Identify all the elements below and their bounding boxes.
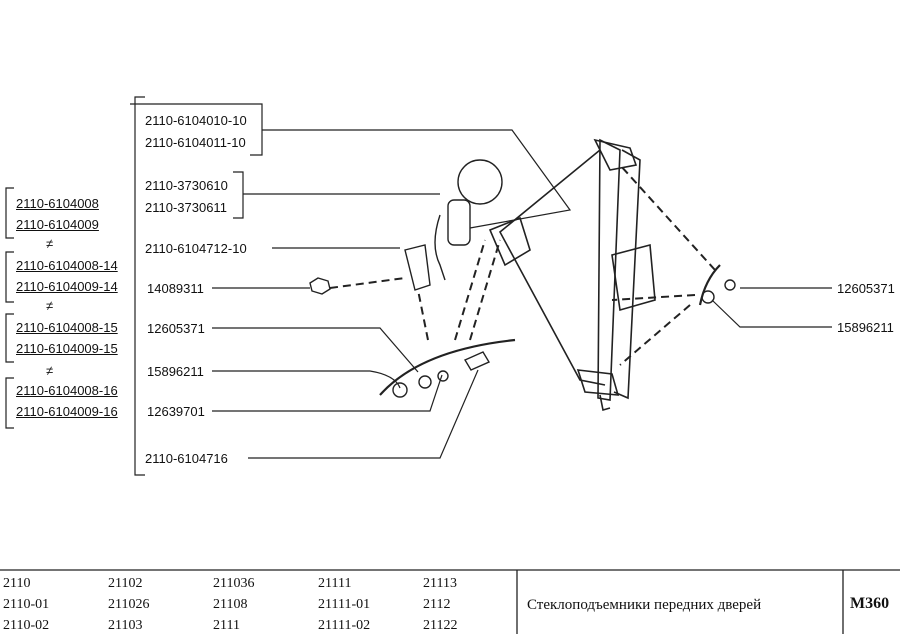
not-equal-sign: ≠ [46, 298, 54, 313]
part-washer-right: 15896211 [837, 320, 894, 335]
assembly-arrows [329, 164, 716, 366]
motor [404, 159, 503, 291]
sheet-title: Стеклоподъемники передних дверей [527, 597, 762, 613]
part-nut: 14089311 [147, 281, 204, 296]
variant-part: 2110-6104009-15 [16, 341, 118, 356]
part-regulator-left: 2110-6104010-10 [145, 113, 247, 128]
variant-part: 2110-6104008-15 [16, 320, 118, 335]
variant-part: 2110-6104008-16 [16, 383, 118, 398]
model: 21111 [318, 576, 352, 591]
model: 2112 [423, 597, 451, 612]
part-motor-left: 2110-3730610 [145, 178, 228, 193]
model: 21113 [423, 576, 457, 591]
footer-grid [0, 569, 900, 634]
sheet-code: M360 [850, 595, 890, 612]
main-bracket [134, 96, 145, 476]
variant-part: 2110-6104009 [16, 217, 99, 232]
model: 21102 [108, 576, 143, 591]
part-motor-right: 2110-3730611 [145, 200, 227, 215]
model: 21111-01 [318, 597, 371, 612]
model: 2110-02 [3, 618, 50, 633]
fasteners [309, 277, 736, 398]
model: 2110-01 [3, 597, 50, 612]
part-stud: 12639701 [147, 404, 205, 419]
model: 211036 [213, 576, 255, 591]
not-equal-sign: ≠ [46, 363, 54, 378]
model: 2111 [213, 618, 240, 633]
part-bushing: 2110-6104716 [145, 451, 228, 466]
variant-part: 2110-6104009-14 [16, 279, 118, 294]
model: 21103 [108, 618, 143, 633]
variant-part: 2110-6104008-14 [16, 258, 118, 273]
part-nut: 12605371 [147, 321, 205, 336]
variant-brackets [5, 187, 14, 429]
part-washer: 15896211 [147, 364, 204, 379]
model: 211026 [108, 597, 150, 612]
part-regulator-right: 2110-6104011-10 [145, 135, 246, 150]
model: 21108 [213, 597, 248, 612]
variant-part: 2110-6104009-16 [16, 404, 118, 419]
part-nut-right: 12605371 [837, 281, 895, 296]
not-equal-sign: ≠ [46, 236, 54, 251]
model: 2110 [3, 576, 31, 591]
model: 21111-02 [318, 618, 371, 633]
leader-motor [233, 171, 440, 219]
model: 21122 [423, 618, 458, 633]
window-regulator [488, 138, 656, 412]
part-bracket: 2110-6104712-10 [145, 241, 247, 256]
variant-part: 2110-6104008 [16, 196, 99, 211]
